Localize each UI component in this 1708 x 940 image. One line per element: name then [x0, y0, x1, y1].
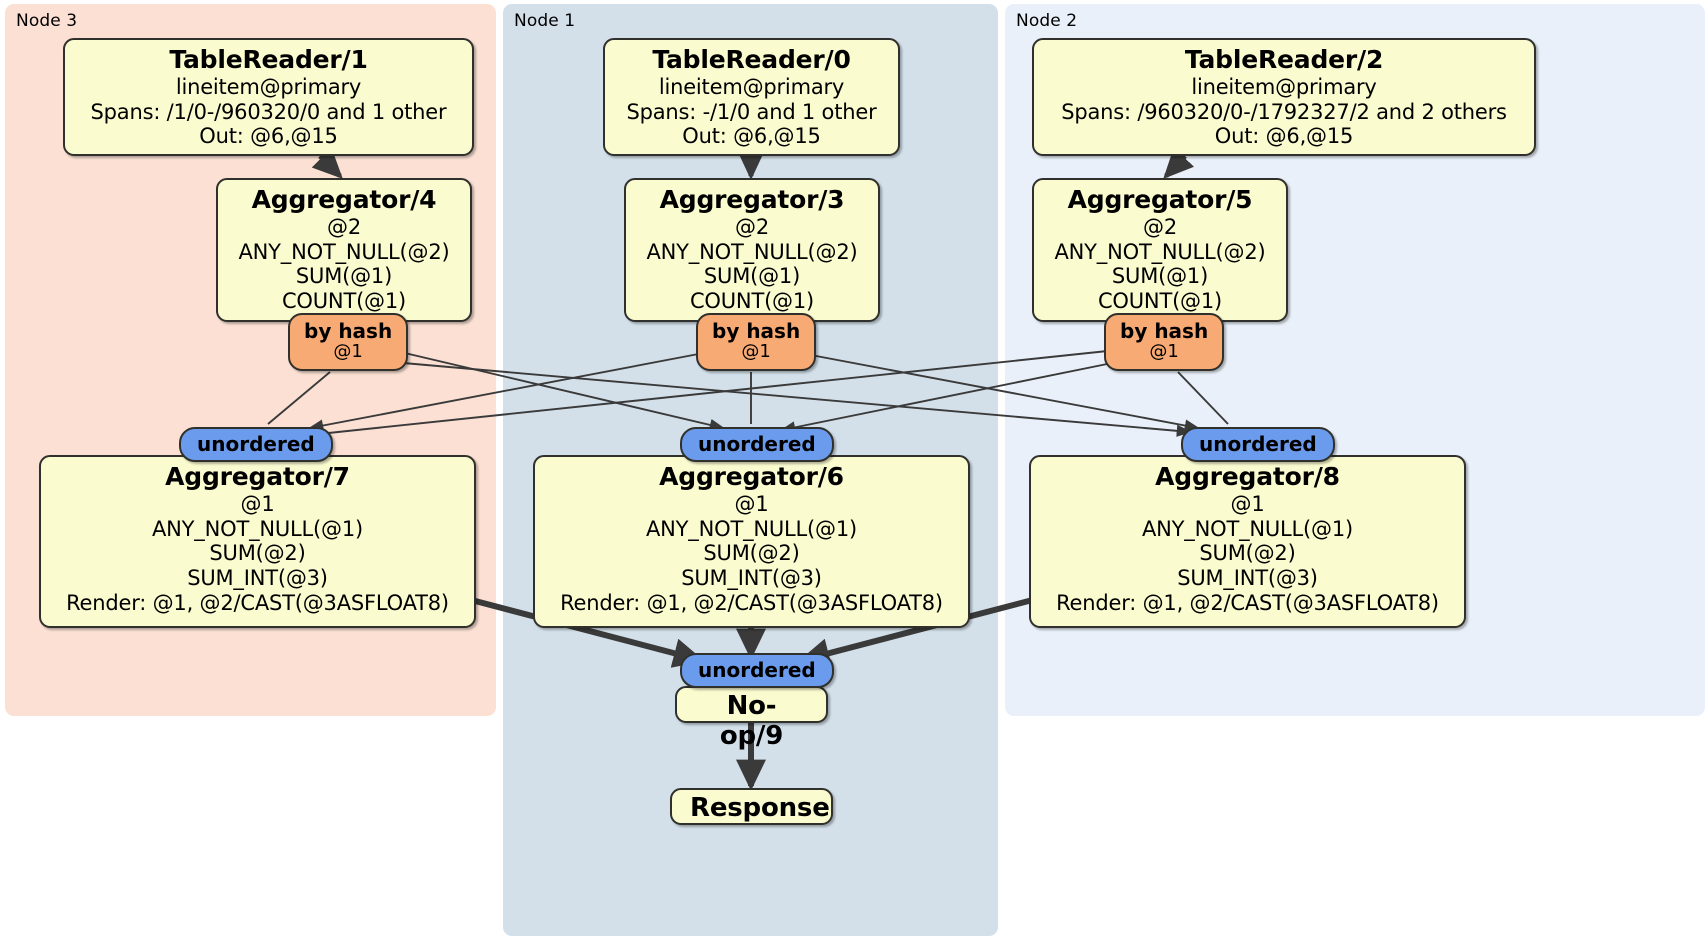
- processor-line-4: Render: @1, @2/CAST(@3ASFLOAT8): [1056, 590, 1439, 615]
- processor-line-2: SUM(@1): [703, 264, 801, 289]
- synchronizer-label: unordered: [698, 658, 816, 682]
- processor-aggregator6[interactable]: Aggregator/6 @1 ANY_NOT_NULL(@1) SUM(@2)…: [533, 455, 970, 628]
- processor-noop9[interactable]: No-op/9: [675, 686, 828, 751]
- processor-title: Aggregator/8: [1155, 462, 1340, 491]
- node-panel-label-node3: Node 3: [16, 11, 78, 31]
- processor-line-0: lineitem@primary: [1191, 75, 1377, 100]
- processor-line-0: lineitem@primary: [175, 75, 362, 100]
- synchronizer-label: unordered: [698, 432, 816, 456]
- processor-tablereader2[interactable]: TableReader/2 lineitem@primary Spans: /9…: [1032, 38, 1536, 156]
- processor-response[interactable]: Response: [670, 788, 833, 825]
- synchronizer-label: unordered: [1199, 432, 1317, 456]
- hash-router-label: by hash: [1120, 319, 1209, 343]
- synchronizer-right[interactable]: unordered: [1181, 427, 1335, 463]
- processor-line-2: Out: @6,@15: [682, 124, 821, 149]
- processor-line-1: Spans: -/1/0 and 1 other: [626, 99, 877, 124]
- processor-line-2: SUM(@2): [209, 541, 306, 566]
- hash-router-right[interactable]: by hash @1: [1104, 313, 1225, 371]
- processor-title: Response: [690, 793, 830, 823]
- processor-line-0: @2: [327, 215, 361, 240]
- processor-tablereader1[interactable]: TableReader/1 lineitem@primary Spans: /1…: [63, 38, 474, 156]
- hash-router-center[interactable]: by hash @1: [696, 313, 817, 371]
- processor-line-1: Spans: /960320/0-/1792327/2 and 2 others: [1061, 99, 1507, 124]
- processor-line-3: COUNT(@1): [1097, 288, 1223, 313]
- processor-line-1: ANY_NOT_NULL(@2): [646, 239, 858, 264]
- processor-line-2: SUM(@1): [295, 264, 393, 289]
- processor-line-2: SUM(@2): [703, 541, 800, 566]
- processor-line-0: lineitem@primary: [658, 75, 845, 100]
- processor-title: TableReader/0: [652, 45, 851, 74]
- processor-aggregator7[interactable]: Aggregator/7 @1 ANY_NOT_NULL(@1) SUM(@2)…: [39, 455, 476, 628]
- processor-aggregator8[interactable]: Aggregator/8 @1 ANY_NOT_NULL(@1) SUM(@2)…: [1029, 455, 1466, 628]
- processor-line-0: @2: [735, 215, 769, 240]
- hash-router-column: @1: [1149, 341, 1179, 363]
- processor-line-1: ANY_NOT_NULL(@1): [1142, 516, 1353, 541]
- processor-line-3: COUNT(@1): [281, 288, 407, 313]
- processor-title: TableReader/1: [169, 45, 368, 74]
- processor-line-3: SUM_INT(@3): [681, 565, 822, 590]
- processor-title: Aggregator/5: [1067, 185, 1253, 214]
- hash-router-column: @1: [333, 341, 363, 363]
- processor-line-0: @1: [240, 492, 275, 517]
- hash-router-label: by hash: [712, 319, 801, 343]
- processor-title: Aggregator/7: [165, 462, 350, 491]
- processor-line-2: Out: @6,@15: [199, 124, 338, 149]
- synchronizer-label: unordered: [197, 432, 315, 456]
- processor-line-3: COUNT(@1): [689, 288, 815, 313]
- processor-line-1: ANY_NOT_NULL(@2): [1054, 239, 1266, 264]
- processor-line-0: @2: [1143, 215, 1177, 240]
- processor-line-2: Out: @6,@15: [1214, 124, 1354, 149]
- synchronizer-center[interactable]: unordered: [680, 427, 834, 463]
- node-panel-label-node2: Node 2: [1016, 11, 1078, 31]
- hash-router-left[interactable]: by hash @1: [288, 313, 409, 371]
- processor-line-2: SUM(@1): [1111, 264, 1209, 289]
- processor-title: Aggregator/4: [251, 185, 437, 214]
- processor-line-0: @1: [1230, 492, 1265, 517]
- processor-line-3: SUM_INT(@3): [187, 565, 328, 590]
- processor-aggregator5[interactable]: Aggregator/5 @2 ANY_NOT_NULL(@2) SUM(@1)…: [1032, 178, 1288, 322]
- processor-line-1: ANY_NOT_NULL(@2): [238, 239, 450, 264]
- processor-title: Aggregator/6: [659, 462, 844, 491]
- processor-line-3: SUM_INT(@3): [1177, 565, 1318, 590]
- processor-tablereader0[interactable]: TableReader/0 lineitem@primary Spans: -/…: [603, 38, 900, 156]
- processor-title: TableReader/2: [1184, 45, 1384, 74]
- node-panel-label-node1: Node 1: [514, 11, 576, 31]
- hash-router-column: @1: [741, 341, 771, 363]
- processor-line-2: SUM(@2): [1199, 541, 1296, 566]
- synchronizer-final[interactable]: unordered: [680, 653, 834, 689]
- processor-line-1: ANY_NOT_NULL(@1): [152, 516, 363, 541]
- processor-line-1: ANY_NOT_NULL(@1): [646, 516, 857, 541]
- processor-line-1: Spans: /1/0-/960320/0 and 1 other: [90, 99, 447, 124]
- synchronizer-left[interactable]: unordered: [179, 427, 333, 463]
- hash-router-label: by hash: [304, 319, 393, 343]
- processor-title: Aggregator/3: [659, 185, 845, 214]
- processor-aggregator4[interactable]: Aggregator/4 @2 ANY_NOT_NULL(@2) SUM(@1)…: [216, 178, 472, 322]
- processor-line-4: Render: @1, @2/CAST(@3ASFLOAT8): [66, 590, 449, 615]
- processor-aggregator3[interactable]: Aggregator/3 @2 ANY_NOT_NULL(@2) SUM(@1)…: [624, 178, 880, 322]
- processor-line-4: Render: @1, @2/CAST(@3ASFLOAT8): [560, 590, 943, 615]
- processor-title: No-op/9: [719, 691, 784, 752]
- processor-line-0: @1: [734, 492, 769, 517]
